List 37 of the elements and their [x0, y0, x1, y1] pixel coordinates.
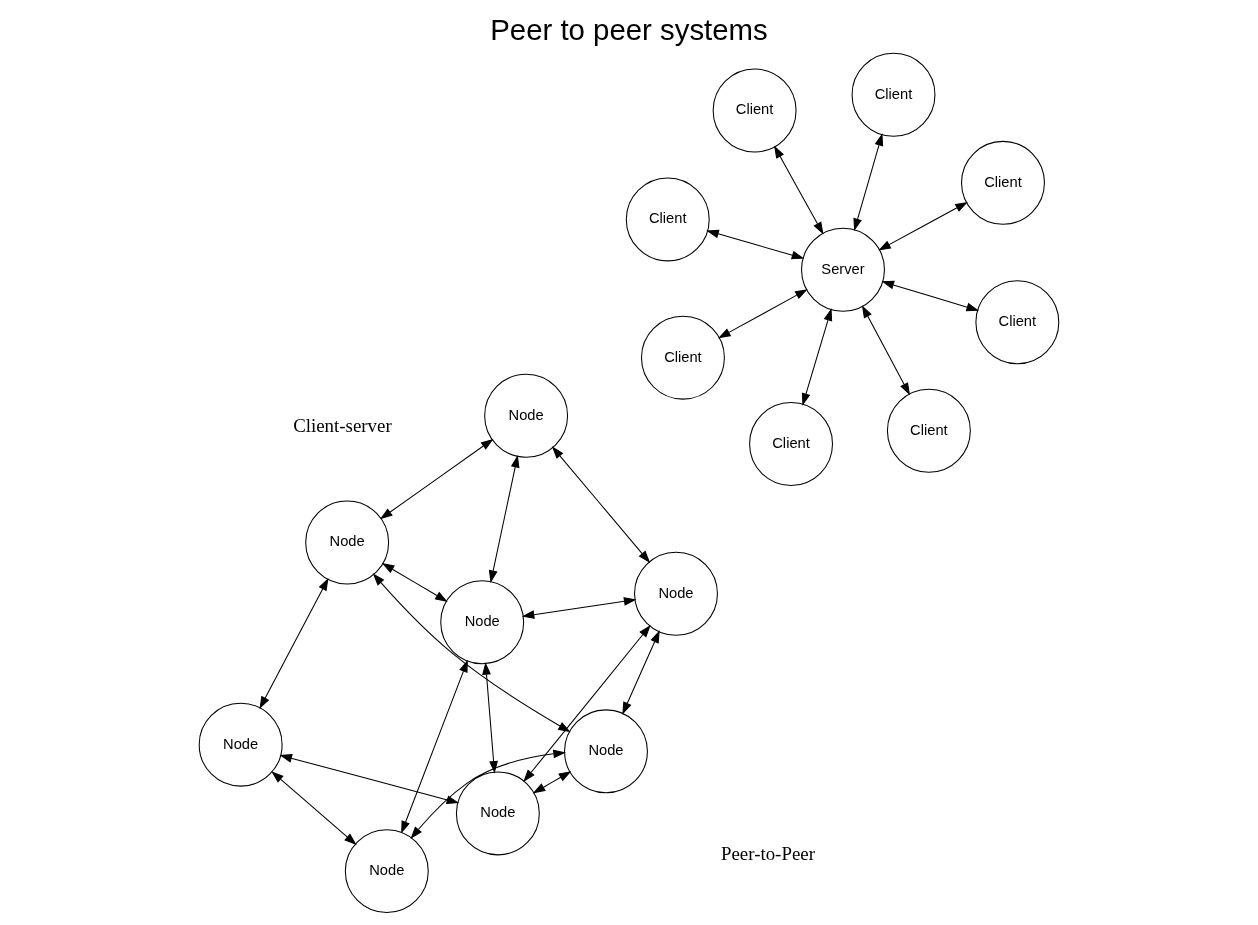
node-circle: Client	[886, 388, 971, 473]
arrow	[861, 305, 910, 396]
arrow	[488, 454, 520, 583]
arrow	[774, 145, 824, 235]
arrow	[881, 280, 980, 312]
arrow	[878, 201, 968, 251]
arrow	[521, 597, 637, 619]
arrow	[271, 771, 357, 846]
arrow	[401, 659, 468, 834]
label: Client-server	[293, 415, 392, 437]
arrow	[410, 749, 566, 839]
arrow	[853, 133, 884, 232]
diagram-title: Peer to peer systems	[490, 13, 768, 47]
arrow	[801, 308, 833, 406]
arrow	[706, 229, 805, 260]
arrow	[482, 662, 498, 774]
node-circle: Client	[749, 402, 834, 486]
arrow	[718, 289, 808, 339]
arrow	[379, 438, 494, 520]
arrow	[551, 446, 651, 564]
node-circle: Client	[712, 68, 797, 153]
node-circle: Client	[640, 315, 725, 400]
arrow	[532, 771, 572, 794]
arrow	[523, 624, 651, 783]
arrow	[259, 577, 329, 709]
node-circle: Server	[801, 227, 885, 312]
node-circle: Node	[564, 709, 648, 794]
arrow	[622, 630, 660, 715]
node-circle: Client	[975, 280, 1060, 365]
node-circle: Client	[851, 52, 936, 137]
arrow	[381, 562, 448, 602]
node-circle: Client	[625, 177, 710, 262]
label: Peer-to-Peer	[721, 842, 815, 864]
node-circle: Client	[961, 140, 1045, 225]
arrow	[279, 754, 460, 805]
node-circle: Node	[440, 580, 525, 665]
arrow	[372, 573, 571, 733]
